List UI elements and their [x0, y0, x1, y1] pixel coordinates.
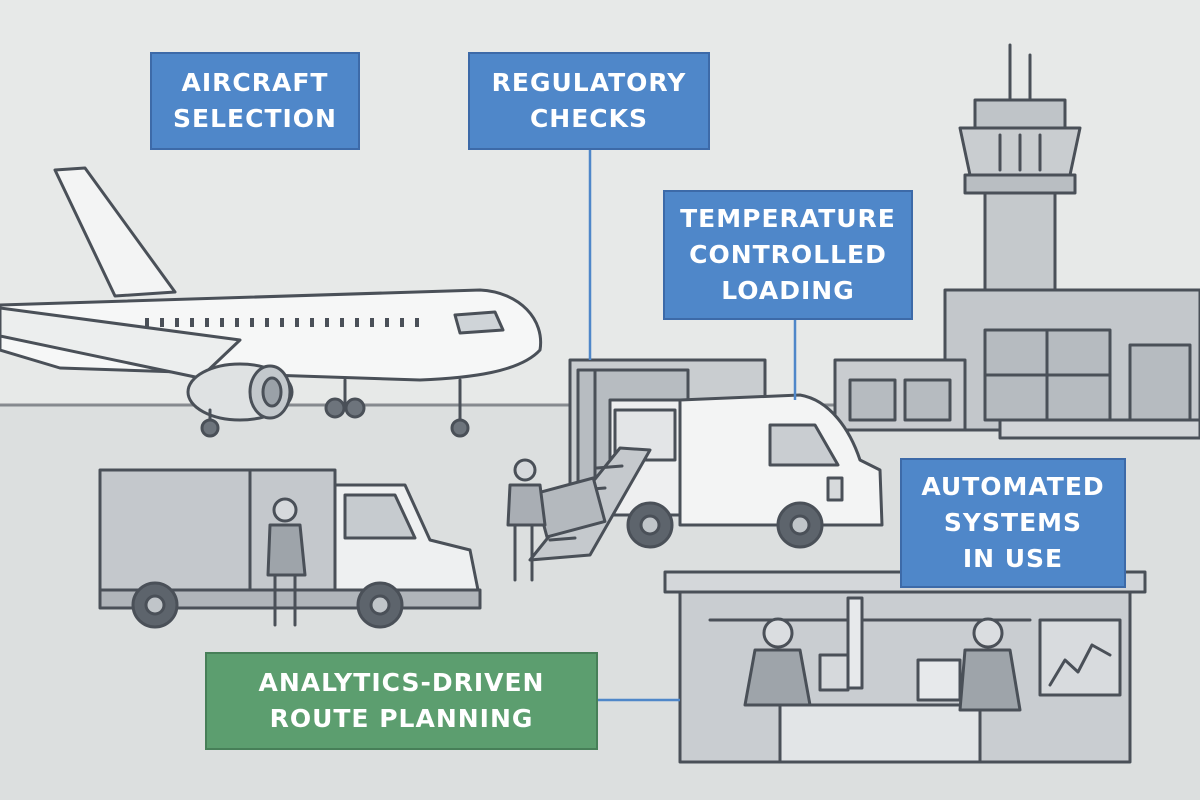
label-regulatory-checks: REGULATORY CHECKS [468, 52, 710, 150]
label-aircraft-selection: AIRCRAFT SELECTION [150, 52, 360, 150]
aircraft-windows [145, 318, 419, 327]
office-workers-icon [663, 570, 1147, 764]
connector-lines [588, 148, 797, 702]
label-automated-systems: AUTOMATED SYSTEMS IN USE [900, 458, 1126, 588]
label-temperature-controlled-loading: TEMPERATURE CONTROLLED LOADING [663, 190, 913, 320]
delivery-truck-icon [98, 468, 482, 629]
loading-ramp [528, 446, 652, 562]
analytics-chart-icon [1038, 618, 1122, 697]
ground-worker-icon [506, 458, 547, 582]
airplane-icon [0, 166, 543, 438]
label-analytics-route-planning: ANALYTICS-DRIVEN ROUTE PLANNING [205, 652, 598, 750]
terminal-building-icon [833, 288, 1200, 440]
control-tower-icon [958, 43, 1082, 325]
